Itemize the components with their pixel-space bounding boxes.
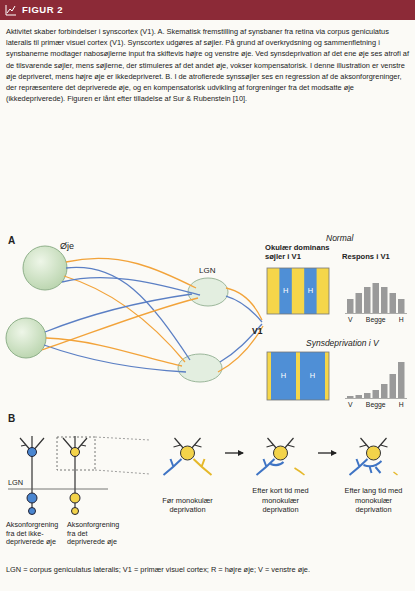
panel-heading: Okulær dominans søjler i V1: [265, 243, 337, 261]
eye: [23, 246, 67, 290]
visual-pathway: [42, 258, 263, 372]
stage-caption: Efter kort tid med monokulær deprivation: [243, 486, 318, 514]
stage-box: Efter kort tid med monokulær deprivation: [243, 432, 318, 514]
lgn-nucleus: [178, 354, 222, 382]
panel-letter: A: [8, 235, 15, 247]
cortical-neurons: [8, 436, 150, 515]
synapse-stage: [164, 438, 212, 475]
condition-label: Synsdeprivation i V: [306, 338, 379, 348]
chart-icon: [6, 5, 16, 15]
part-label: LGN: [199, 266, 215, 276]
part-label: Øje: [60, 241, 74, 252]
axis-label: Begge: [366, 401, 386, 409]
axis-label: V: [348, 316, 353, 324]
axis-label: H: [399, 401, 404, 409]
condition-label: Normal: [326, 233, 353, 243]
column-label: H: [283, 286, 288, 295]
column-label: H: [281, 371, 286, 380]
axon-label: Aksonforgrening fra det ikke-depriverede…: [6, 521, 64, 547]
ocular-dominance-columns: [267, 352, 329, 400]
column-label: H: [308, 286, 313, 295]
figure-title: FIGUR 2: [22, 4, 63, 15]
stage-caption: Efter lang tid med monokulær deprivation: [336, 486, 411, 514]
part-label: LGN: [8, 479, 23, 488]
response-bars: [345, 283, 407, 314]
response-bars: [345, 362, 407, 399]
synapse-stage: [257, 438, 305, 475]
figure-caption: Aktivitet skaber forbindelser i synscort…: [6, 26, 410, 104]
synapse-stage: [350, 438, 398, 475]
stage-caption: Før monokulær deprivation: [150, 496, 225, 515]
part-label: V1: [252, 326, 262, 336]
axis-label: Begge: [366, 316, 386, 324]
axon-label: Aksonforgrening fra det depriverede øje: [67, 521, 123, 547]
header-bar: [0, 0, 415, 20]
ocular-dominance-columns: [267, 268, 329, 314]
footnote: LGN = corpus geniculatus lateralis; V1 =…: [6, 566, 410, 575]
lgn-nucleus: [188, 278, 228, 306]
axis-label: H: [399, 316, 404, 324]
stage-box: Før monokulær deprivation: [150, 432, 225, 514]
arrow-connector: [318, 452, 336, 453]
axis-label: V: [348, 401, 353, 409]
panel-heading: Respons i V1: [342, 252, 408, 261]
panel-letter: B: [8, 413, 15, 425]
arrow-connector: [225, 452, 243, 453]
eye: [6, 318, 46, 358]
stage-box: Efter lang tid med monokulær deprivation: [336, 432, 411, 514]
column-label: H: [310, 371, 315, 380]
